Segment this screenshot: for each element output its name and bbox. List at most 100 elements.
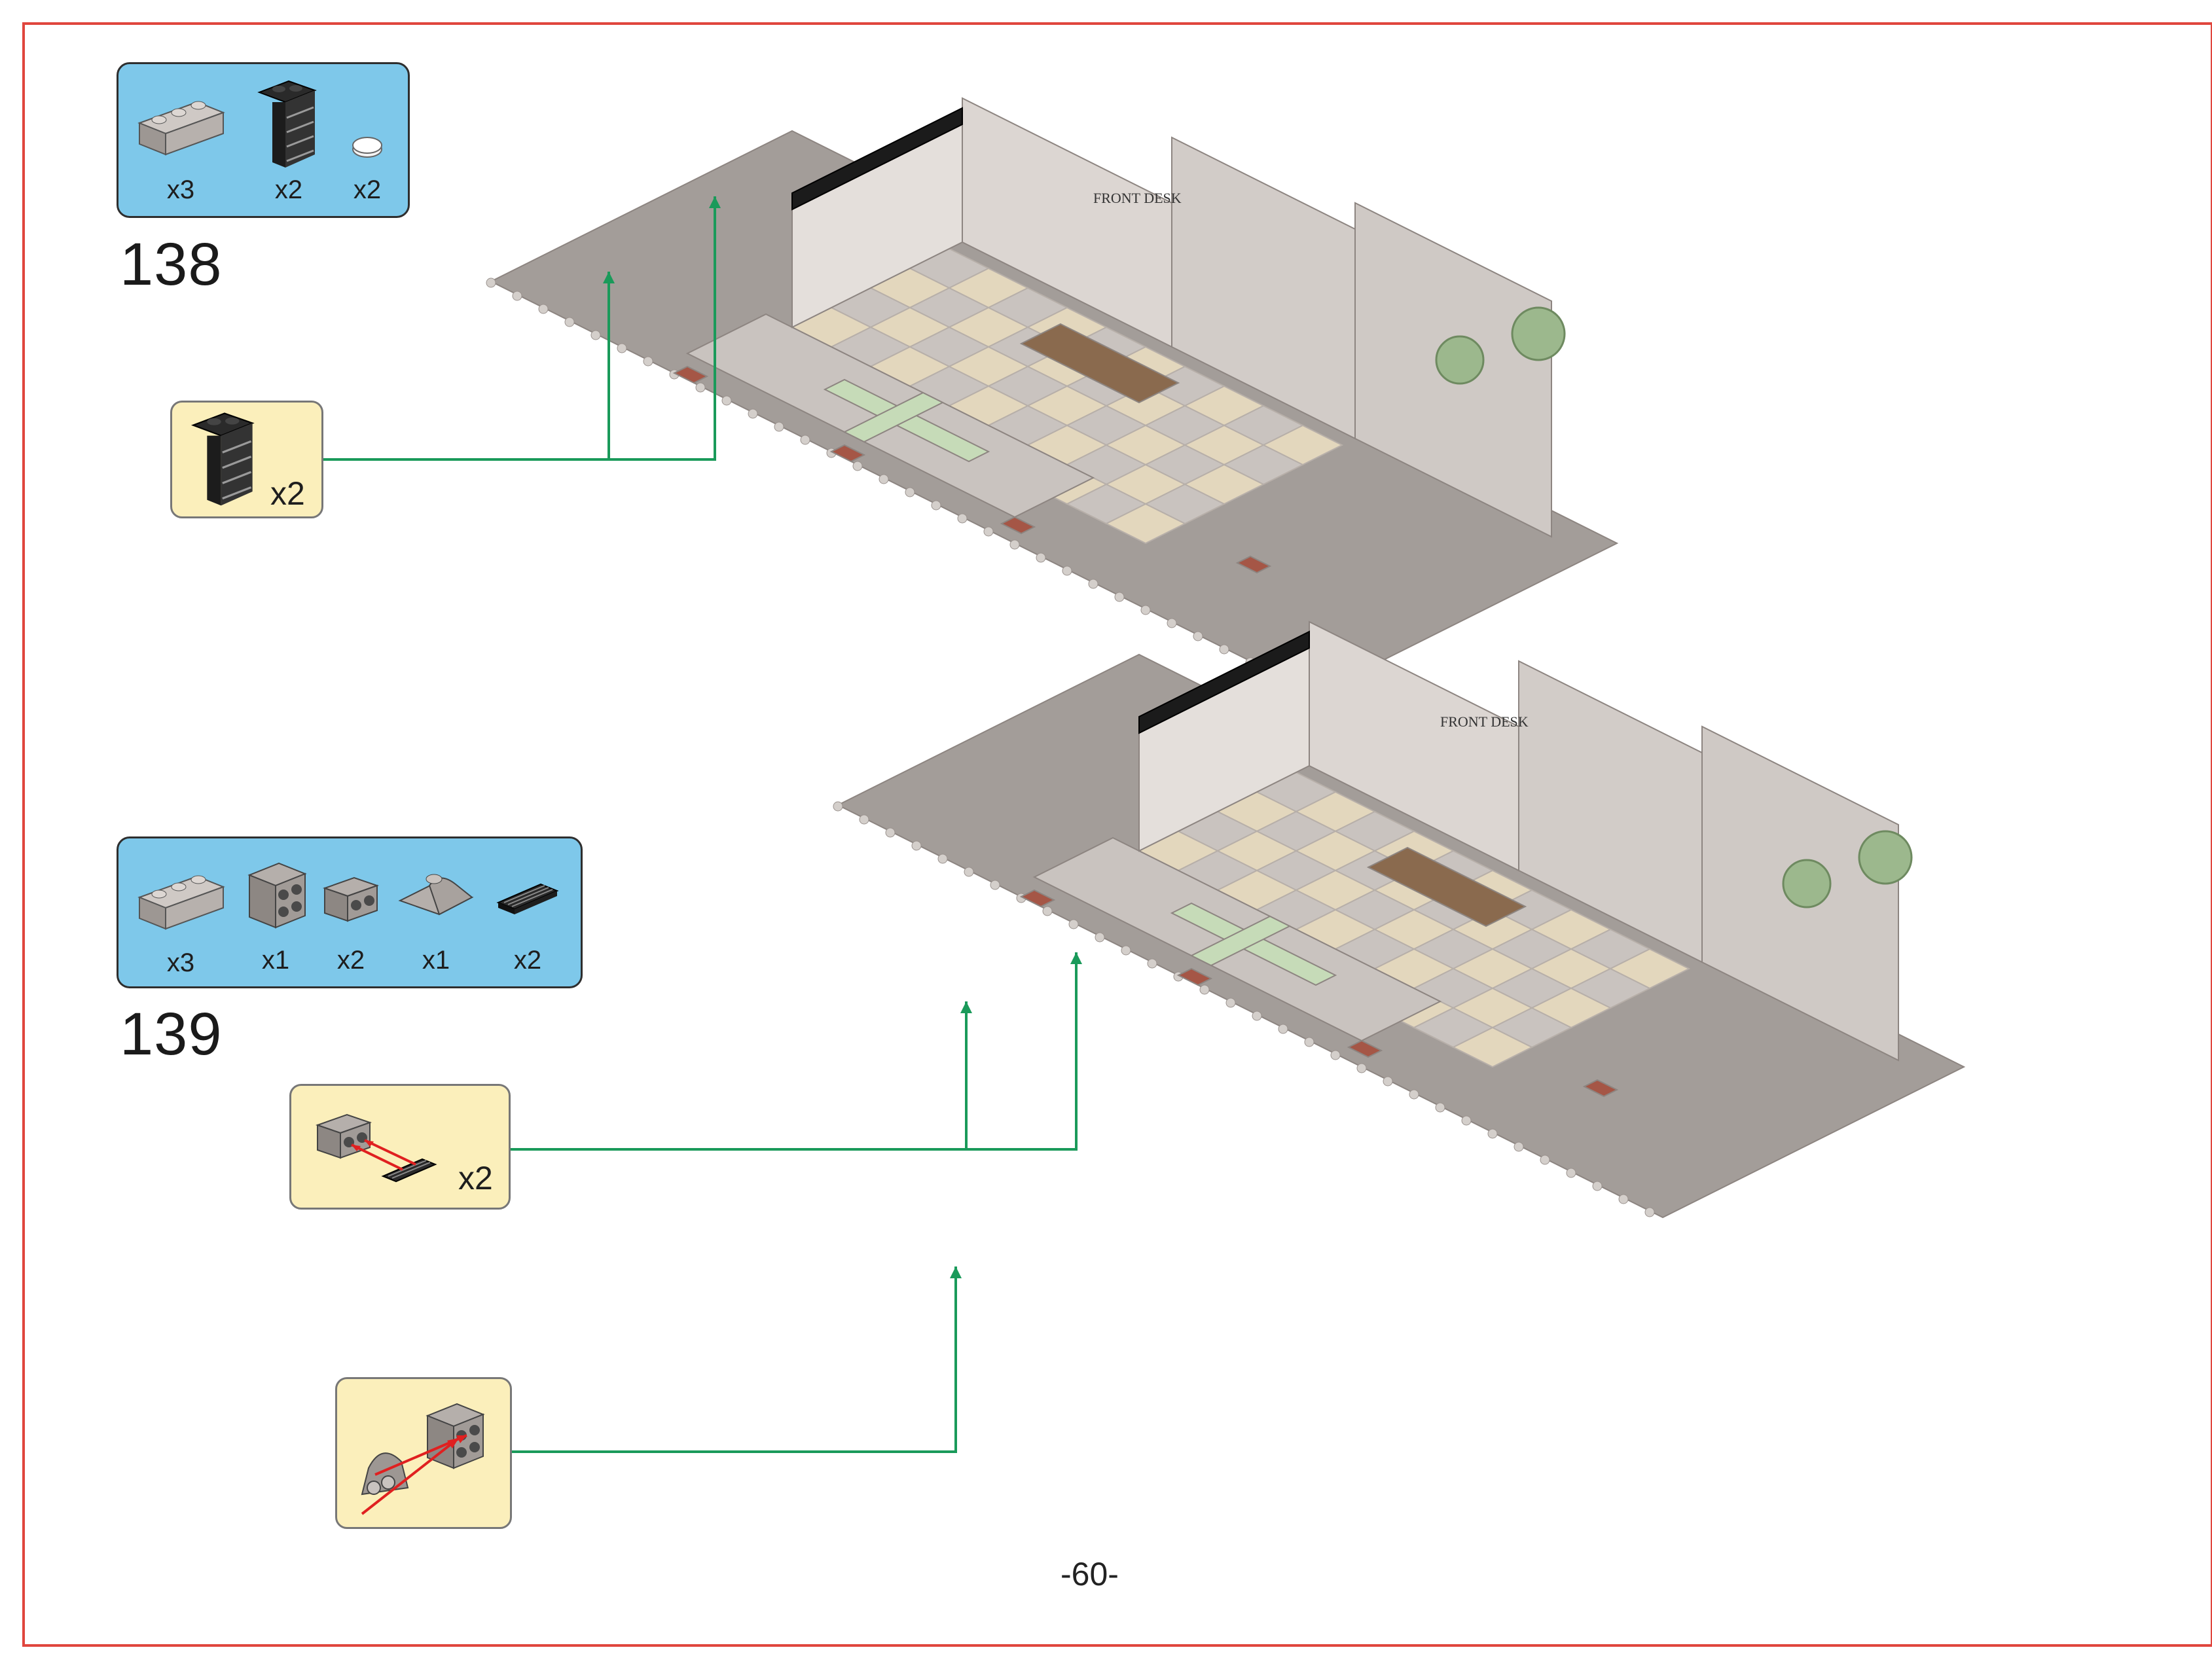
page-border <box>22 22 2212 1647</box>
baseplate-stud <box>1219 644 1229 655</box>
slope-curved-gray-icon <box>398 874 474 916</box>
foliage <box>1435 335 1485 385</box>
baseplate-stud <box>1461 1115 1472 1126</box>
baseplate-stud <box>833 801 843 812</box>
reddish-brown-tile <box>1176 967 1213 986</box>
baseplate-stud <box>905 487 915 497</box>
baseplate-stud <box>748 408 758 419</box>
front-desk-counter <box>1366 846 1527 927</box>
baseplate-stud <box>1068 919 1079 929</box>
parts-list-step-139: x3 x1 x2 x1 <box>117 836 583 988</box>
baseplate-stud <box>1330 1050 1341 1060</box>
baseplate-stud <box>721 395 732 406</box>
connector-arrowhead <box>603 272 615 283</box>
reddish-brown-tile <box>1582 1079 1619 1098</box>
baseplate-stud <box>1121 945 1131 956</box>
baseplate-stud <box>617 343 627 353</box>
baseplate-stud <box>1644 1207 1655 1217</box>
part-quantity: x1 <box>422 946 450 975</box>
brick-1x3-gray-icon <box>137 101 225 156</box>
baseplate-stud <box>486 278 496 288</box>
connector-arrowhead <box>950 1267 962 1278</box>
baseplate-stud <box>1009 539 1020 550</box>
part-quantity: x1 <box>261 946 290 975</box>
black-top-bricks <box>791 107 963 211</box>
parts-item: x2 <box>341 130 393 215</box>
connector-line <box>511 952 1078 1151</box>
part-quantity: x2 <box>353 175 382 204</box>
side-stud-brick-with-grille-icon <box>315 1113 437 1183</box>
baseplate-stud <box>911 840 922 851</box>
foliage <box>1782 859 1832 908</box>
parts-item: x3 <box>132 858 230 989</box>
baseplate-stud <box>800 435 810 445</box>
baseplate-stud <box>1566 1168 1576 1178</box>
slope-on-2x2-brick-icon <box>361 1403 485 1515</box>
baseplate-stud <box>1147 958 1157 969</box>
baseplate-stud <box>1095 932 1105 943</box>
foliage <box>1511 306 1566 361</box>
baseplate-stud <box>774 422 784 432</box>
baseplate-stud <box>1062 566 1072 576</box>
baseplate-stud <box>1409 1089 1419 1100</box>
baseplate-stud <box>695 382 706 393</box>
connector-line <box>512 1267 957 1453</box>
black-top-bricks <box>1138 630 1310 734</box>
baseplate-stud <box>538 304 549 314</box>
reddish-brown-tile <box>1000 516 1036 535</box>
black-ladder-bracket-icon <box>190 412 255 506</box>
baseplate-stud <box>931 500 941 511</box>
baseplate-stud <box>1540 1155 1550 1165</box>
baseplate-stud <box>1193 631 1203 641</box>
baseplate-stud <box>1487 1128 1498 1139</box>
reddish-brown-tile <box>829 444 866 463</box>
subassembly-callout-139b <box>335 1377 512 1529</box>
baseplate-stud <box>1225 997 1236 1008</box>
baseplate-stud <box>1140 605 1151 615</box>
baseplate-stud <box>1618 1194 1629 1204</box>
baseplate-stud <box>512 291 522 301</box>
brick-1x3-gray-icon <box>137 875 225 930</box>
baseplate-stud <box>937 853 948 864</box>
baseplate-stud <box>1514 1141 1524 1152</box>
baseplate-stud <box>859 814 869 825</box>
parts-item: x1 <box>393 865 479 986</box>
baseplate-stud <box>1114 592 1125 602</box>
reddish-brown-tile <box>1347 1039 1383 1058</box>
floor-tile <box>1451 1026 1534 1068</box>
part-quantity: x3 <box>166 175 195 204</box>
baseplate-stud <box>964 867 974 877</box>
baseplate-stud <box>1592 1181 1603 1191</box>
white-round-tile-1x1-icon <box>352 137 382 158</box>
baseplate-stud <box>1199 984 1210 995</box>
baseplate-stud <box>1252 1011 1262 1021</box>
baseplate-stud <box>1036 552 1046 563</box>
baseplate-stud <box>852 461 863 471</box>
baseplate-stud <box>590 330 601 340</box>
reddish-brown-tile <box>672 365 709 384</box>
connector-line <box>323 196 716 461</box>
model-render: FRONT DESK <box>833 620 1966 1219</box>
baseplate-stud <box>1088 579 1098 589</box>
baseplate-stud <box>990 880 1000 890</box>
reddish-brown-tile <box>1019 889 1056 908</box>
parts-list-step-138: x3 x2 x2 <box>117 62 410 218</box>
step-number-138: 138 <box>120 231 223 298</box>
foliage <box>1858 830 1913 885</box>
part-quantity: x2 <box>274 175 303 204</box>
sand-green-tiles <box>1189 915 1292 967</box>
parts-item: x3 <box>132 84 230 215</box>
baseplate-stud <box>1167 618 1177 628</box>
brick-2x2-dark-gray-icon <box>247 862 307 929</box>
subassembly-callout-138: x2 <box>170 401 323 518</box>
baseplate-stud <box>643 356 653 367</box>
reddish-brown-tile <box>1235 555 1272 574</box>
front-desk-sign: FRONT DESK <box>1440 713 1529 730</box>
floor-tile <box>1104 503 1187 545</box>
grille-tile-black-icon <box>496 883 559 914</box>
baseplate-stud <box>879 474 889 484</box>
baseplate-stud <box>1278 1024 1288 1034</box>
parts-item: x2 <box>488 870 567 986</box>
baseplate-stud <box>885 827 896 838</box>
